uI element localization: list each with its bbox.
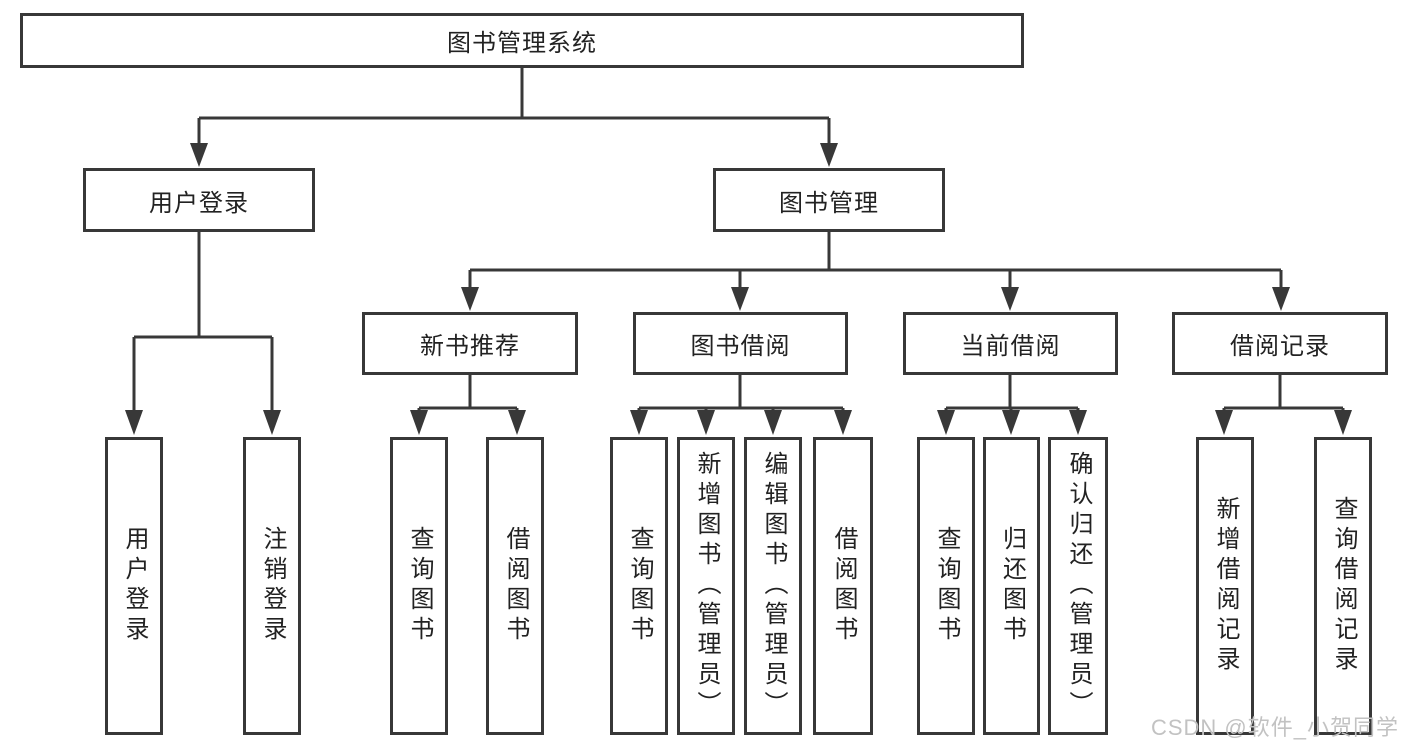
leaf-query-books-current-label: 查询图书 <box>933 526 960 646</box>
leaf-add-book-admin: 新增图书（管理员） <box>677 437 735 735</box>
leaf-add-borrow-record-label: 新增借阅记录 <box>1212 496 1239 676</box>
leaf-edit-book-admin: 编辑图书（管理员） <box>744 437 802 735</box>
node-book-borrowing-label: 图书借阅 <box>690 333 791 360</box>
node-new-book-recommend-label: 新书推荐 <box>420 333 520 360</box>
leaf-return-book-label: 归还图书 <box>998 526 1026 646</box>
leaf-query-books-current: 查询图书 <box>917 437 975 735</box>
leaf-logout-label: 注销登录 <box>259 526 286 646</box>
node-borrowing-records-label: 借阅记录 <box>1230 333 1330 360</box>
csdn-watermark: CSDN @软件_小贺同学 <box>1150 715 1399 740</box>
leaf-user-login-label: 用户登录 <box>121 526 148 646</box>
leaf-borrow-books-borrowing: 借阅图书 <box>813 437 873 735</box>
node-book-borrowing: 图书借阅 <box>633 312 848 375</box>
leaf-query-books-borrowing: 查询图书 <box>610 437 668 735</box>
node-user-login: 用户登录 <box>83 168 315 232</box>
node-root: 图书管理系统 <box>20 13 1024 68</box>
leaf-borrow-books-borrowing-label: 借阅图书 <box>830 526 857 646</box>
leaf-query-borrow-record: 查询借阅记录 <box>1314 437 1372 735</box>
leaf-user-login: 用户登录 <box>105 437 163 735</box>
leaf-logout: 注销登录 <box>243 437 301 735</box>
node-root-label: 图书管理系统 <box>447 30 597 57</box>
leaf-query-books-recommend-label: 查询图书 <box>406 526 433 646</box>
leaf-edit-book-admin-label: 编辑图书（管理员） <box>760 451 787 721</box>
leaf-query-books-borrowing-label: 查询图书 <box>626 526 653 646</box>
node-user-login-label: 用户登录 <box>149 189 249 217</box>
node-new-book-recommend: 新书推荐 <box>362 312 578 375</box>
node-book-management-label: 图书管理 <box>779 189 879 217</box>
leaf-confirm-return-admin: 确认归还（管理员） <box>1048 437 1108 735</box>
node-book-management: 图书管理 <box>713 168 945 232</box>
node-borrowing-records: 借阅记录 <box>1172 312 1388 375</box>
leaf-add-book-admin-label: 新增图书（管理员） <box>693 451 720 721</box>
leaf-borrow-books-recommend: 借阅图书 <box>486 437 544 735</box>
node-current-borrowing: 当前借阅 <box>903 312 1118 375</box>
leaf-return-book: 归还图书 <box>983 437 1040 735</box>
node-current-borrowing-label: 当前借阅 <box>960 333 1061 360</box>
leaf-borrow-books-recommend-label: 借阅图书 <box>502 526 529 646</box>
leaf-confirm-return-admin-label: 确认归还（管理员） <box>1065 451 1092 721</box>
leaf-query-books-recommend: 查询图书 <box>390 437 448 735</box>
leaf-query-borrow-record-label: 查询借阅记录 <box>1330 496 1357 676</box>
leaf-add-borrow-record: 新增借阅记录 <box>1196 437 1254 735</box>
